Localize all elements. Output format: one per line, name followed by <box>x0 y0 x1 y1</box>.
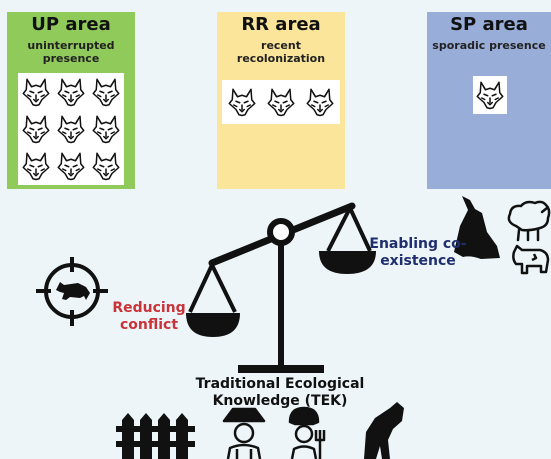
up-area-title: UP area <box>31 14 111 35</box>
rr-area-title: RR area <box>241 14 321 35</box>
crosshair-wolf-icon <box>36 257 108 326</box>
sp-wolf-grid <box>473 76 507 114</box>
up-area-card: UP area uninterrupted presence <box>7 12 135 189</box>
reducing-conflict-label: Reducing conflict <box>112 300 186 333</box>
cow-icon <box>512 244 550 275</box>
tek-label: Traditional Ecological Knowledge (TEK) <box>195 376 365 409</box>
howling-wolf-icon <box>454 196 500 259</box>
rr-wolf-grid <box>222 80 340 124</box>
up-wolf-grid <box>18 73 124 185</box>
rr-area-card: RR area recent recolonization <box>217 12 345 189</box>
sp-area-subtitle: sporadic presence <box>432 39 546 52</box>
balance-scale-icon <box>186 202 376 373</box>
up-area-subtitle: uninterrupted presence <box>27 39 115 65</box>
fence-icon <box>116 413 195 459</box>
farmer-woman-icon <box>288 406 326 459</box>
enabling-coexistence-label: Enabling co-existence <box>369 236 467 269</box>
sheep-icon <box>507 200 551 242</box>
guard-dog-icon <box>364 402 404 459</box>
sp-area-card: SP area sporadic presence <box>427 12 551 189</box>
sp-area-title: SP area <box>450 14 528 35</box>
rr-area-subtitle: recent recolonization <box>236 39 326 65</box>
farmer-icon <box>222 407 266 459</box>
